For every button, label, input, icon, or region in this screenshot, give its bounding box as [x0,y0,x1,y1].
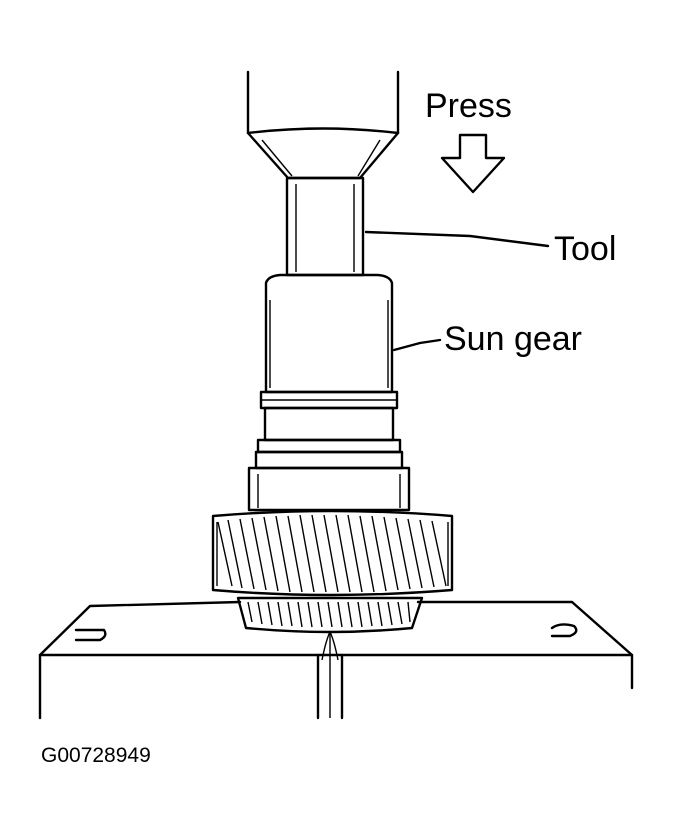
tool-label: Tool [554,230,616,268]
tool-leader-line [364,230,550,248]
press-base [38,600,634,720]
lower-gear [236,596,424,634]
sun-gear-leader-line [392,338,442,352]
sun-gear-teeth [211,509,454,597]
tool-body [285,176,365,277]
sun-gear-label: Sun gear [444,320,582,358]
press-arrow [440,133,506,194]
figure-code: G00728949 [41,744,151,767]
sun-gear-shaft [247,273,411,512]
press-label: Press [425,87,512,125]
press-ram [246,70,400,180]
